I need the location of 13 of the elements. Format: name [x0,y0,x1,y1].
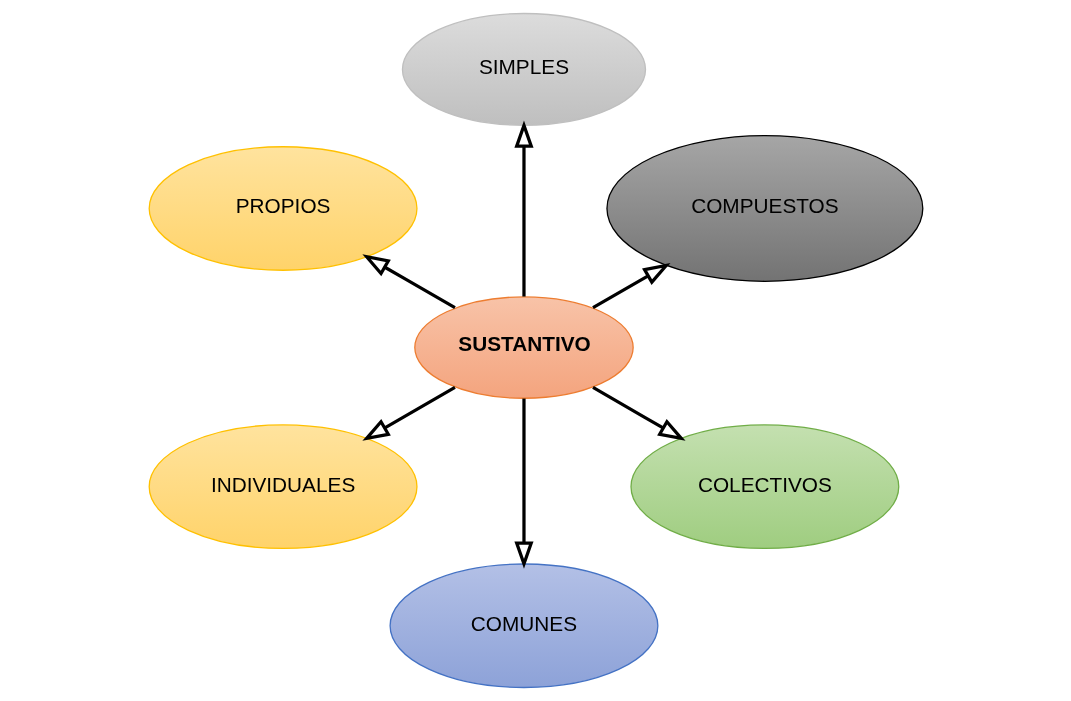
node-ellipse: COMUNES [388,563,658,689]
node-ellipse: PROPIOS [148,146,418,271]
arrow [361,254,456,310]
node-ellipse: COMPUESTOS [605,135,923,282]
arrow [591,386,686,441]
arrow [513,120,534,297]
node-ellipse: SIMPLES [401,12,646,126]
arrow [591,263,670,310]
arrow [361,386,456,441]
node-ellipse: COLECTIVOS [629,424,899,550]
node-ellipse: SUSTANTIVO [413,296,634,399]
arrow [513,398,534,569]
node-ellipse: INDIVIDUALES [148,424,418,550]
